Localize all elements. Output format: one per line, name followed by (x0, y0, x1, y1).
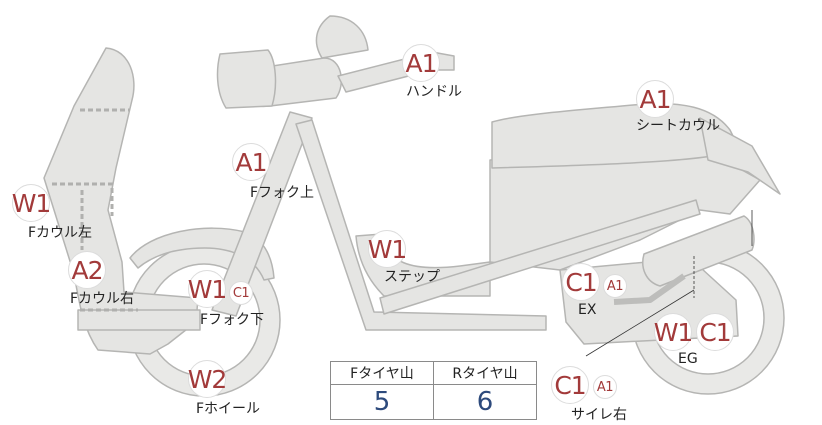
engine-badge-2: C1 (696, 313, 734, 351)
muffler (642, 215, 755, 287)
silencer-right-badge-1: C1 (551, 366, 589, 404)
exhaust-badge-1: C1 (562, 263, 600, 301)
front-wheel-label: Fホイール (196, 401, 261, 417)
leg-shield (77, 309, 201, 331)
fork-lower-badge-1: W1 (188, 270, 227, 308)
cowl-left-label: Fカウル左 (28, 225, 93, 241)
cowl-split-line-mid (52, 182, 114, 216)
cowl-left-badge-1: W1 (12, 184, 51, 222)
headlight (216, 49, 277, 109)
frame-tube (295, 119, 547, 331)
front-fender (129, 227, 275, 281)
fork-lower-badge-2: C1 (229, 281, 253, 305)
fork-upper-label: Fフォク上 (250, 185, 315, 201)
cowl-right-badge-1: A2 (68, 251, 106, 289)
exhaust-badge-2: A1 (603, 274, 627, 298)
silencer-right-label: サイレ右 (571, 407, 627, 423)
exhaust-label: EX (578, 302, 597, 318)
handle-badge-1: A1 (402, 44, 440, 82)
floor-rail (379, 199, 701, 315)
step-label: ステップ (384, 269, 440, 285)
front-tire-header: Fタイヤ山 (330, 361, 434, 385)
fork-lower-label: Fフォク下 (200, 312, 265, 328)
windscreen (315, 15, 369, 59)
seat-cowl-tail (699, 117, 781, 195)
seat (491, 102, 741, 169)
front-tire-value: 5 (330, 384, 434, 420)
rear-tire-header: Rタイヤ山 (433, 361, 537, 385)
tire-tread-table: Fタイヤ山 Rタイヤ山 5 6 (330, 361, 537, 420)
front-wheel-badge-1: W2 (188, 360, 227, 398)
cowl-right-label: Fカウル右 (70, 291, 135, 307)
seat-cowl-badge-1: A1 (636, 80, 674, 118)
fork-upper-badge-1: A1 (232, 143, 270, 181)
seat-cowl-label: シートカウル (636, 118, 720, 134)
front-fork (211, 111, 313, 317)
step-badge-1: W1 (368, 230, 407, 268)
engine-badge-1: W1 (654, 313, 693, 351)
handle-label: ハンドル (406, 84, 462, 100)
front-cowl (43, 47, 199, 355)
engine-label: EG (678, 351, 698, 367)
silencer-right-badge-2: A1 (593, 375, 617, 399)
engine-leader-line (585, 289, 695, 357)
silencer-pipe (613, 273, 686, 305)
rear-tire-value: 6 (433, 384, 537, 420)
